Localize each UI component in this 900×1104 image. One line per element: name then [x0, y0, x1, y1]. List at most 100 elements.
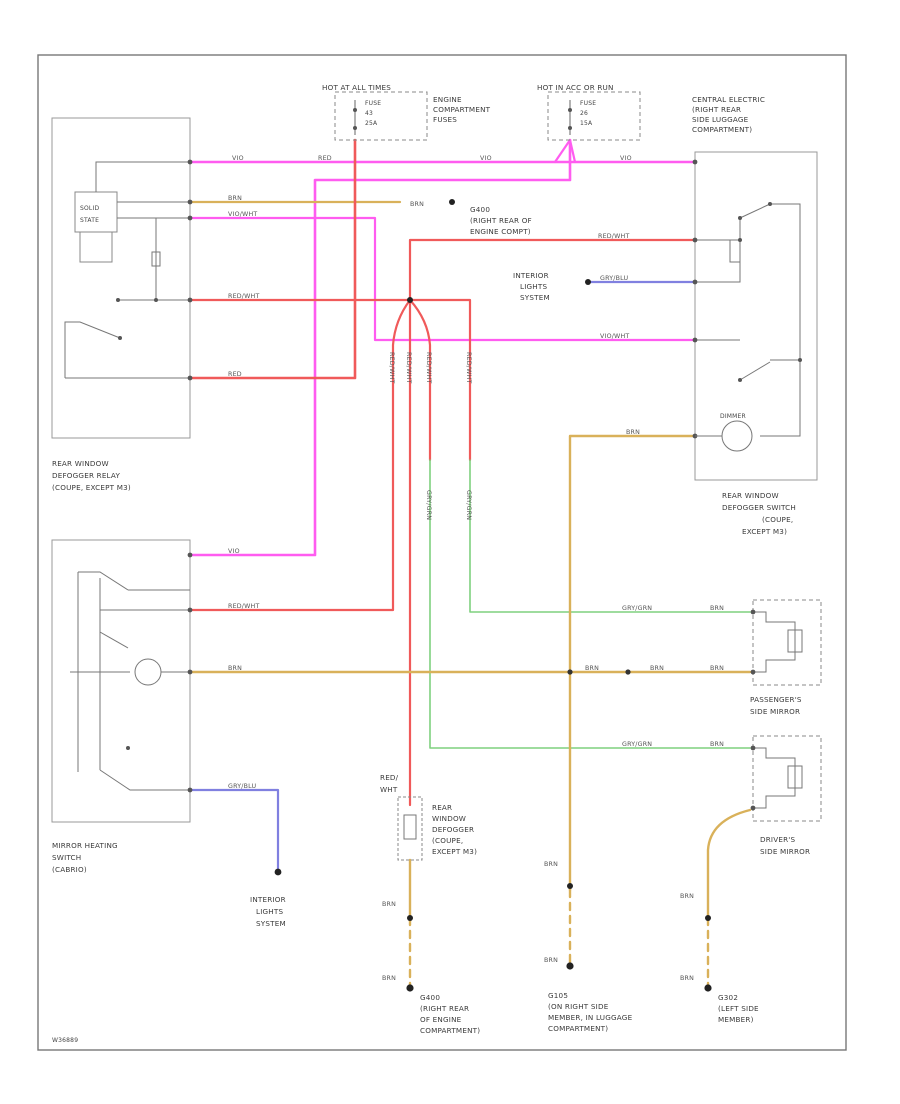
connector-brown-main [625, 669, 631, 675]
wire-label-gry-grn-v1: GRY/GRN [425, 490, 432, 520]
wire-label-red-relay: RED [228, 371, 242, 378]
fuse-26-rating: 15A [580, 120, 593, 127]
wire-label-red-wht-v1: RED/WHT [388, 352, 395, 384]
wire-gray-green-driver [429, 459, 751, 749]
ground-connector-g105-upper [567, 883, 573, 889]
wire-label-vio-wht-switch: VIO/WHT [600, 333, 629, 340]
wire-label-red-top: RED [318, 155, 332, 162]
splice-red-white [407, 297, 413, 303]
wire-label-gry-grn-passenger: GRY/GRN [622, 605, 652, 612]
dimmer-label: DIMMER [720, 413, 746, 420]
red-wht-label-1: RED/ [380, 773, 399, 782]
wire-red-white-switch [408, 238, 697, 302]
g105-label-3: MEMBER, IN LUGGAGE [548, 1013, 633, 1022]
defogger-desc-4: (COUPE, [432, 836, 463, 845]
wire-label-brn-dimmer: BRN [626, 429, 640, 436]
interior-bot-label-3: SYSTEM [256, 919, 286, 928]
wire-brown-driver-mirror [706, 808, 752, 920]
g-top-label-1: G400 [470, 205, 490, 214]
driver-mirror-label-2: SIDE MIRROR [760, 847, 810, 856]
wire-label-vio-wht-relay: VIO/WHT [228, 211, 257, 218]
wire-label-red-wht-v3: RED/WHT [425, 352, 432, 384]
fuse-43-block: HOT AT ALL TIMES FUSE 43 25A ENGINE COMP… [322, 83, 490, 141]
passenger-side-mirror [750, 599, 822, 686]
wire-label-brn-relay: BRN [228, 195, 242, 202]
wire-gray-blue-bottom [188, 788, 280, 872]
g400-label-4: COMPARTMENT) [420, 1026, 480, 1035]
mirror-switch-desc-1: MIRROR HEATING [52, 841, 118, 850]
fuse-43-number: 43 [365, 110, 373, 117]
g302-label-1: G302 [718, 993, 738, 1002]
wire-label-brn-passenger: BRN [710, 605, 724, 612]
wire-brown-dimmer [568, 434, 697, 892]
defogger-desc-1: REAR [432, 803, 452, 812]
wire-red-white-mirror-switch [188, 298, 412, 612]
defogger-relay: SOLID STATE [51, 117, 193, 439]
passenger-mirror-label-1: PASSENGER'S [750, 695, 802, 704]
fuse-26-desc-3: SIDE LUGGAGE [692, 115, 749, 124]
g-top-label-3: ENGINE COMPT) [470, 227, 531, 236]
fuse-26-block: HOT IN ACC OR RUN FUSE 26 15A CENTRAL EL… [537, 83, 765, 141]
fuse-43-label: FUSE [365, 100, 381, 107]
wire-label-red-wht-relay: RED/WHT [228, 293, 260, 300]
relay-desc-2: DEFOGGER RELAY [52, 471, 120, 480]
fuse-26-label: FUSE [580, 100, 596, 107]
passenger-mirror-label-2: SIDE MIRROR [750, 707, 800, 716]
fuse-26-header: HOT IN ACC OR RUN [537, 83, 614, 92]
wire-label-brn-g400-1: BRN [382, 901, 396, 908]
wire-label-vio-mid: VIO [480, 155, 492, 162]
wire-label-brn-g105-2: BRN [544, 957, 558, 964]
ground-g105 [566, 962, 574, 970]
wire-label-red-wht-v2: RED/WHT [405, 352, 412, 384]
interior-bot-label-1: INTERIOR [250, 895, 286, 904]
diagram-frame [37, 54, 847, 1051]
wire-label-brn-driver: BRN [710, 741, 724, 748]
wire-label-brn-g302-1: BRN [680, 893, 694, 900]
g302-label-2: (LEFT SIDE [718, 1004, 759, 1013]
relay-desc-3: (COUPE, EXCEPT M3) [52, 483, 131, 492]
g105-label-2: (ON RIGHT SIDE [548, 1002, 609, 1011]
wire-gray-green-passenger [469, 459, 751, 613]
splice-brown-main [567, 669, 573, 675]
fuse-43-desc-1: ENGINE [433, 95, 462, 104]
wire-label-vio-relay: VIO [232, 155, 244, 162]
g400-label-1: G400 [420, 993, 440, 1002]
wire-violet-white [188, 216, 697, 342]
g105-label-4: COMPARTMENT) [548, 1024, 608, 1033]
interior-lights-top-connector [585, 279, 591, 285]
fuse-43-rating: 25A [365, 120, 378, 127]
wire-label-brn-main-3: BRN [710, 665, 724, 672]
mirror-switch-desc-3: (CABRIO) [52, 865, 87, 874]
diagram-code: W36889 [52, 1037, 78, 1044]
wire-label-brn-g400-2: BRN [382, 975, 396, 982]
fuse-26-desc-1: CENTRAL ELECTRIC [692, 95, 765, 104]
g400-label-2: (RIGHT REAR [420, 1004, 469, 1013]
mirror-switch-desc-2: SWITCH [52, 853, 81, 862]
switch-desc-1: REAR WINDOW [722, 491, 779, 500]
switch-desc-4: EXCEPT M3) [742, 527, 787, 536]
defogger-desc-3: DEFOGGER [432, 825, 474, 834]
wire-label-vio-switch: VIO [620, 155, 632, 162]
relay-desc-1: REAR WINDOW [52, 459, 109, 468]
ground-point-top [449, 199, 455, 205]
wire-label-red-wht-v4: RED/WHT [465, 352, 472, 384]
red-wht-label-2: WHT [380, 785, 398, 794]
g-top-label-2: (RIGHT REAR OF [470, 216, 532, 225]
fuse-26-number: 26 [580, 110, 588, 117]
fuse-43-header: HOT AT ALL TIMES [322, 83, 391, 92]
g400-label-3: OF ENGINE [420, 1015, 462, 1024]
switch-desc-3: (COUPE, [762, 515, 793, 524]
wire-label-vio-mirror-switch: VIO [228, 548, 240, 555]
defogger-desc-2: WINDOW [432, 814, 466, 823]
wire-label-gry-grn-driver: GRY/GRN [622, 741, 652, 748]
wire-label-brn-g302-2: BRN [680, 975, 694, 982]
wire-red-white-right [408, 298, 472, 462]
wire-label-red-wht-mirror-switch: RED/WHT [228, 603, 260, 610]
fuse-26-desc-2: (RIGHT REAR [692, 105, 741, 114]
wire-label-gry-blu-top: GRY/BLU [600, 275, 629, 282]
solid-state-label-2: STATE [80, 217, 99, 224]
wire-label-gry-grn-v2: GRY/GRN [465, 490, 472, 520]
wire-red-fuse43 [188, 138, 357, 380]
interior-top-label-3: SYSTEM [520, 293, 550, 302]
